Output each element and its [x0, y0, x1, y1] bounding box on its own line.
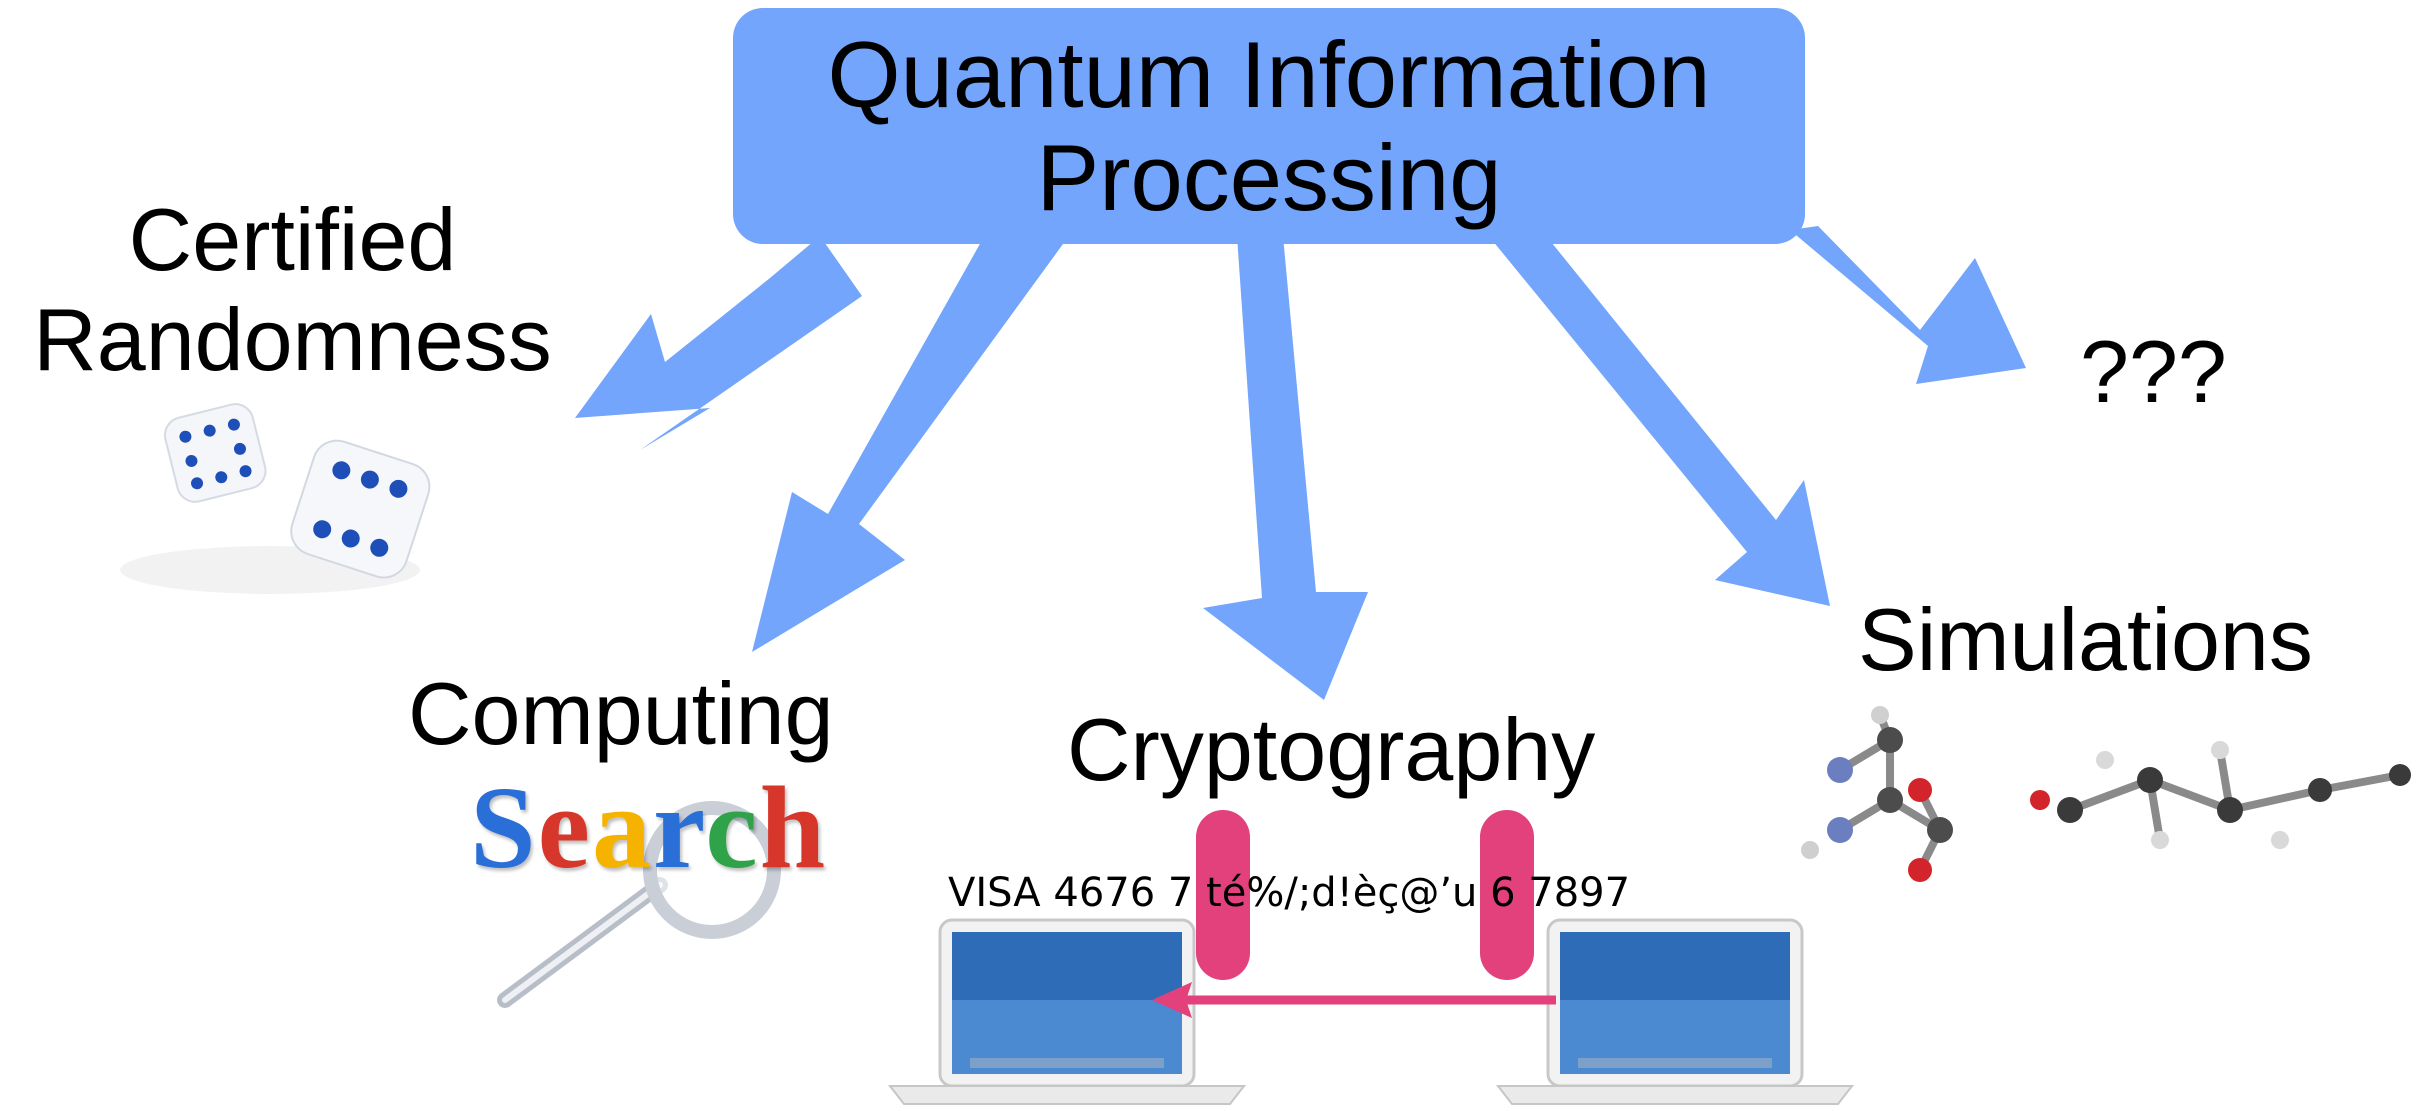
arrow-to-simulations — [1492, 232, 1830, 606]
barrier-left — [1196, 810, 1250, 980]
search-letter-c: c — [705, 762, 760, 893]
computing-label: Computing — [408, 664, 834, 763]
certified-randomness-label: Certified Randomness — [10, 190, 575, 390]
search-letter-a: a — [592, 762, 654, 893]
cryptography-label: Cryptography — [1067, 700, 1596, 799]
certified-line-1: Certified — [128, 190, 457, 289]
barrier-right — [1480, 810, 1534, 980]
search-logo: Search — [470, 760, 827, 896]
title-line-1: Quantum Information — [827, 22, 1711, 127]
encrypted-message-text: VISA 4676 7 té%/;d!èç@’u 6 7897 — [948, 870, 1631, 916]
dice-icon — [120, 403, 431, 594]
search-letter-s: S — [470, 762, 538, 893]
arrow-to-unknown — [1790, 226, 2026, 384]
arrow-to-cryptography — [1203, 236, 1368, 700]
crypto-channel — [1152, 810, 1556, 1018]
arrow-to-computing — [752, 226, 1063, 652]
title-box: Quantum Information Processing — [733, 8, 1805, 244]
molecule-atoms — [1801, 706, 2411, 882]
certified-line-2: Randomness — [33, 290, 552, 389]
arrows — [575, 226, 2026, 700]
search-letter-h: h — [759, 762, 828, 893]
laptop-icon — [887, 918, 1855, 1105]
magnifier-icon — [497, 801, 781, 1008]
arrow-to-certified-randomness — [575, 236, 862, 450]
simulations-label: Simulations — [1858, 590, 2313, 689]
search-letter-e: e — [537, 762, 593, 893]
unknown-label: ??? — [2080, 322, 2227, 421]
title-line-2: Processing — [1036, 125, 1502, 230]
search-letter-r: r — [653, 762, 706, 893]
